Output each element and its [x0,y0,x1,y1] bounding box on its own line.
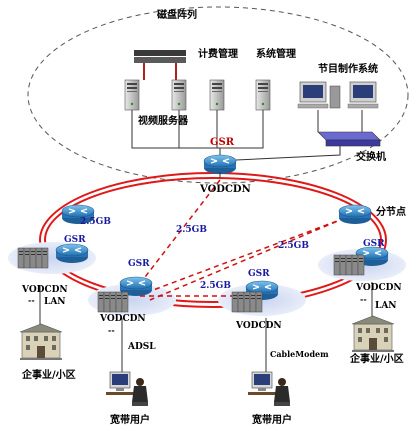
vodcdn-servers-right [334,255,364,275]
svg-text:--: -- [360,294,367,304]
switch-device [317,110,381,147]
label-cable-modem: CableModem [270,349,329,359]
label-enterprise-left: 企事业/小区 [21,368,76,381]
label-link-25gb-3: 2.5GB [278,241,309,251]
label-gsr-top: GSR [210,137,235,148]
enterprise-building-right [351,315,395,353]
svg-text:--: -- [108,325,115,335]
label-gsr-right: GSR [363,239,385,249]
vodcdn-servers-mid-right [232,292,262,312]
svg-text:--: -- [28,295,35,305]
access-links [39,282,373,375]
label-lan-left: LAN [44,297,66,307]
billing-server [171,79,187,111]
router-top [203,154,237,175]
label-broadband-user-left: 宽带用户 [109,413,150,426]
label-switch: 交换机 [356,150,386,163]
broadband-user-right-figure [247,371,291,407]
label-link-25gb-4: 2.5GB [200,281,231,291]
server-uplinks [131,110,341,161]
label-adsl: ADSL [127,342,156,352]
label-video-server: 视频服务器 [138,114,189,127]
label-vodcdn-mid-left: VODCDN [99,314,146,324]
label-gsr-mid-left: GSR [128,259,150,269]
router-branch [338,204,372,225]
video-server-2 [209,79,225,111]
dashed-links [134,179,346,301]
label-vodcdn-left: VODCDN [21,285,68,295]
label-vodcdn-top: VODCDN [199,184,251,195]
label-program-production: 节目制作系统 [318,62,378,75]
label-enterprise-right: 企事业/小区 [349,352,404,365]
label-link-25gb-1: 2.5GB [80,217,111,227]
label-vodcdn-right: VODCDN [355,283,402,293]
vodcdn-servers-left [18,248,48,268]
router-left [55,243,89,264]
program-production-workstations [297,81,379,109]
label-billing: 计费管理 [198,47,238,60]
video-server-1 [124,79,140,111]
disk-array-group [134,50,186,80]
broadband-user-left-figure [105,371,149,407]
label-broadband-user-right: 宽带用户 [251,413,292,426]
label-disk-array: 磁盘阵列 [157,8,197,21]
label-branch-point: 分节点 [376,205,406,218]
label-gsr-left: GSR [64,235,86,245]
disk-array-unit [134,50,186,56]
label-system-mgmt: 系统管理 [256,47,296,60]
vodcdn-servers-mid-left [98,292,128,312]
label-gsr-mid-right: GSR [248,269,270,279]
disk-array-unit [134,57,186,63]
enterprise-building-left [19,323,63,361]
label-lan-right: LAN [375,301,397,311]
label-vodcdn-mid-right: VODCDN [235,321,282,331]
label-link-25gb-2: 2.5GB [176,225,207,235]
system-mgmt-server [255,79,271,111]
